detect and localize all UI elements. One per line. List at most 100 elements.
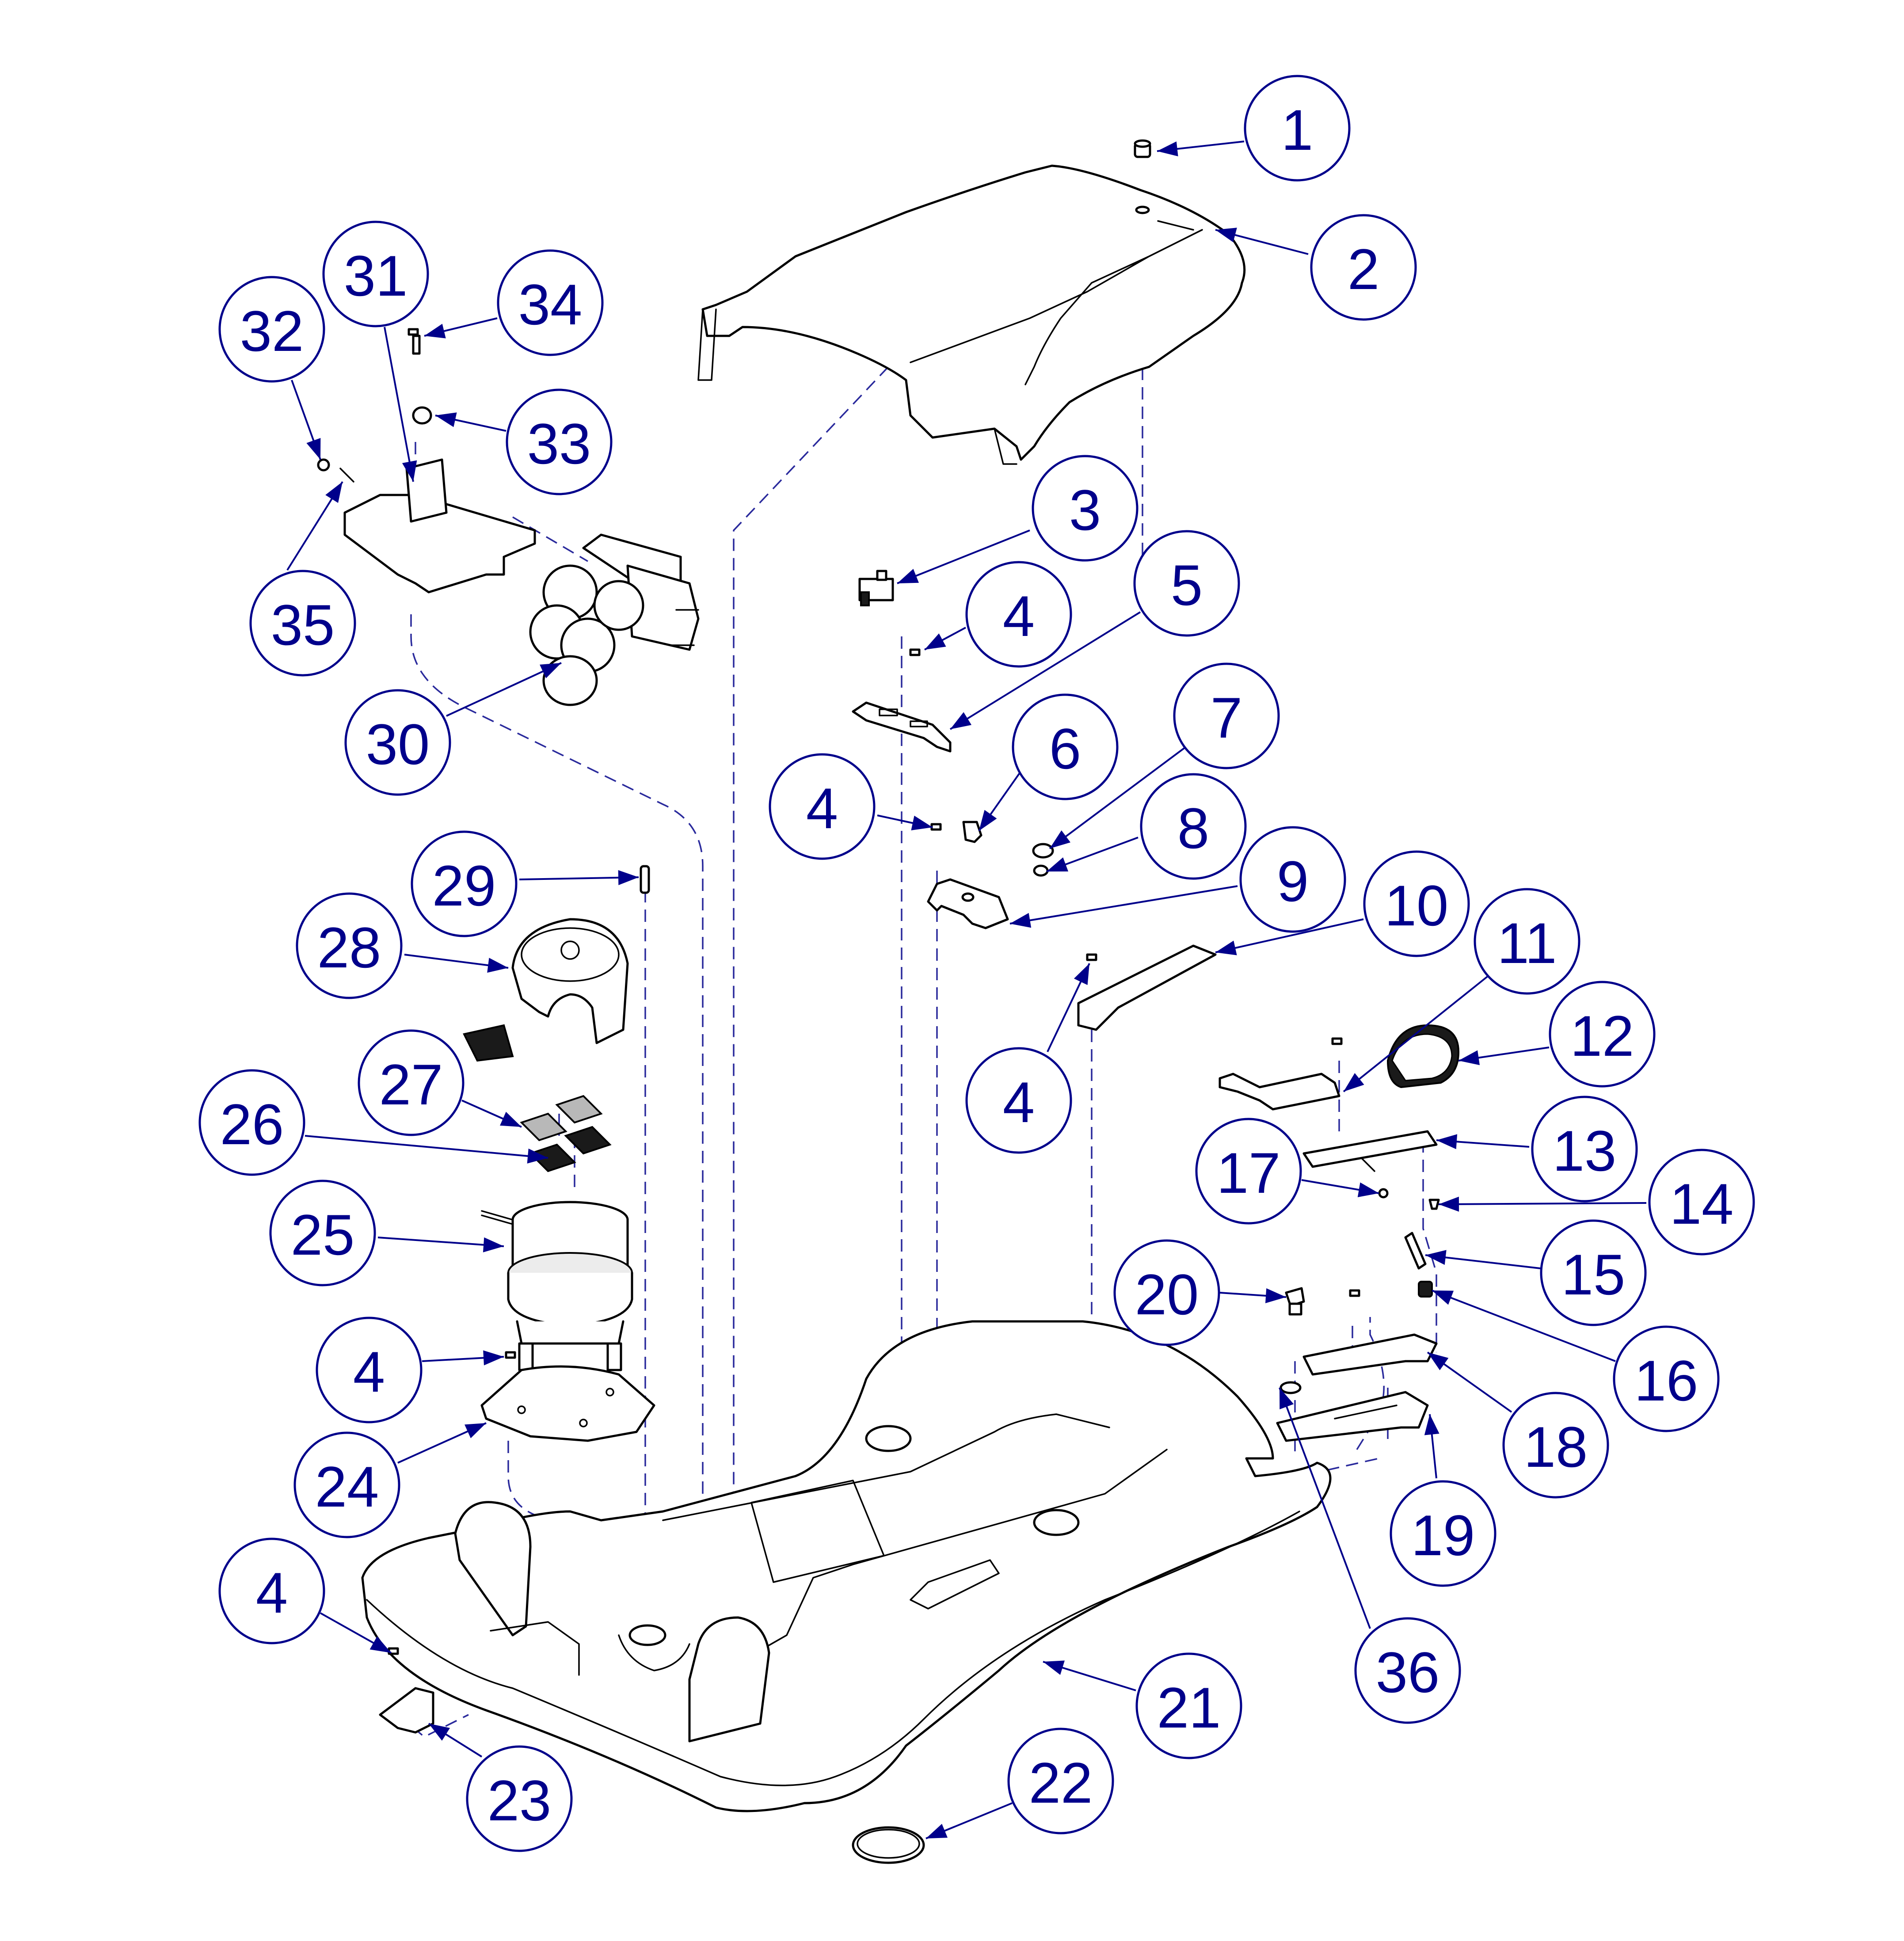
callout-number: 16 [1634,1348,1698,1413]
plug [852,1826,925,1864]
callout-31: 31 [322,221,429,482]
leader-arrowhead [369,1636,391,1653]
leader-arrowhead [950,712,972,729]
callout-number: 18 [1524,1415,1588,1479]
leader-arrowhead [1424,1414,1439,1435]
leader-line [1009,885,1238,925]
callout-number: 4 [1003,1070,1035,1134]
callout-circle [198,1069,305,1176]
callout-circle [293,1431,400,1538]
callout-number: 30 [366,712,430,776]
callout-number: 11 [1497,911,1557,975]
leader-arrowhead [429,1724,450,1741]
callout-15: 15 [1425,1219,1647,1326]
knob [1386,1024,1460,1088]
callout-number: 34 [518,272,583,337]
callout-10: 10 [1215,850,1470,957]
leader-line [446,662,562,717]
motor-cover [511,918,629,1044]
adhesive-pads [463,1024,612,1172]
callout-13: 13 [1436,1096,1638,1203]
callout-19: 19 [1390,1414,1497,1587]
leader-arrowhead [1439,1196,1459,1212]
callout-circle [1310,214,1417,321]
callout-number: 35 [271,593,335,657]
callout-number: 5 [1171,553,1203,617]
callout-circle [296,892,403,999]
leader-arrowhead [1050,830,1071,849]
callout-5: 5 [949,530,1240,730]
switch-bracket [852,701,952,753]
callout-20: 20 [1113,1239,1287,1346]
callout-7: 7 [1049,662,1280,849]
callout-circle [1531,1096,1638,1203]
callout-number: 27 [379,1052,443,1117]
leader-arrowhead [1215,940,1237,955]
leader-arrowhead [1157,141,1178,156]
leader-arrowhead [483,1350,504,1366]
callout-29: 29 [411,830,639,937]
leader-arrowhead [1265,1288,1286,1303]
callout-number: 12 [1570,1004,1634,1068]
callout-number: 32 [240,299,304,363]
leader-arrowhead [1357,1182,1379,1197]
top-cover [697,164,1246,465]
leader-arrowhead [897,569,919,583]
callout-circle [1613,1325,1720,1432]
callout-circle [1390,1480,1497,1587]
callout-circle [506,388,613,495]
callout-circle [1007,1728,1114,1834]
callout-circle [965,561,1072,668]
leader-arrowhead [325,482,343,503]
callout-22: 22 [925,1728,1114,1839]
leader-arrowhead [1043,1660,1065,1675]
callout-3: 3 [897,455,1139,584]
callout-number: 8 [1177,796,1209,860]
leader-line [305,1135,548,1159]
mounting-bracket-31 [317,335,536,594]
leader-arrowhead [1279,1388,1294,1410]
indicator-bracket-group [927,821,1054,929]
solenoid-manifold [529,533,700,706]
pin [640,865,650,894]
callout-number: 25 [291,1203,355,1267]
leader-arrowhead [1432,1290,1454,1305]
leader-line [897,529,1030,584]
leader-line [1438,1202,1647,1205]
callout-number: 29 [432,853,496,918]
callout-circle [1244,75,1351,182]
leader-arrowhead [483,1237,504,1252]
leader-line [377,1237,504,1247]
l-bracket [1219,1073,1340,1111]
leader-arrowhead [1436,1134,1458,1149]
callout-17: 17 [1195,1118,1379,1225]
motor-mounting-plate [480,1365,655,1442]
callout-number: 21 [1157,1675,1221,1740]
leader-arrowhead [1344,1073,1364,1092]
leader-line [1279,1387,1371,1629]
callout-circle [466,1745,573,1852]
callout-number: 14 [1670,1172,1734,1236]
callout-26: 26 [198,1069,548,1176]
leader-arrowhead [540,663,561,678]
callout-number: 6 [1049,716,1081,781]
callout-16: 16 [1432,1290,1720,1432]
callout-1: 1 [1157,75,1351,182]
latch-plates [1276,1333,1438,1442]
leader-arrowhead [487,958,508,973]
leader-arrowhead [926,1823,948,1838]
leader-arrowhead [1074,963,1089,985]
callout-number: 28 [317,915,381,980]
leader-arrowhead [424,324,446,339]
callout-number: 31 [344,244,408,308]
callout-4: 4 [965,963,1090,1154]
callout-number: 17 [1217,1141,1281,1205]
leader-arrowhead [925,633,946,650]
callout-circle [322,221,429,327]
small-hardware [1378,1188,1440,1298]
callout-number: 4 [806,776,838,841]
leader-arrowhead [979,810,997,831]
callout-circle [1012,693,1119,800]
